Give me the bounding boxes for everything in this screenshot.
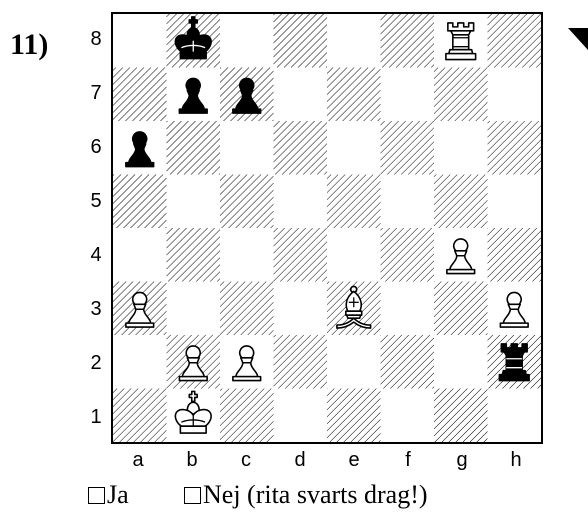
black-pawn-c7[interactable] <box>232 77 262 114</box>
square-c3[interactable] <box>220 281 274 336</box>
square-f7[interactable] <box>380 67 435 122</box>
square-e4[interactable] <box>327 228 381 282</box>
file-label-h: h <box>510 449 522 471</box>
square-e6[interactable] <box>327 121 381 175</box>
square-e8[interactable] <box>327 14 381 68</box>
white-pawn-c2[interactable] <box>232 345 262 382</box>
rank-label-5: 5 <box>90 190 102 212</box>
white-pawn-g4[interactable] <box>446 238 476 275</box>
square-d1[interactable] <box>273 388 328 443</box>
square-a8[interactable] <box>113 14 167 68</box>
square-c4[interactable] <box>220 228 274 282</box>
turn-indicator-icon <box>568 28 588 50</box>
square-e2[interactable] <box>327 335 381 389</box>
checkbox-no[interactable] <box>184 487 201 504</box>
square-a1[interactable] <box>113 388 167 443</box>
square-h1[interactable] <box>487 388 542 443</box>
white-rook-g8[interactable] <box>445 22 477 61</box>
puzzle-number: 11) <box>10 28 49 61</box>
checkbox-yes[interactable] <box>88 487 105 504</box>
square-f2[interactable] <box>380 335 435 389</box>
white-pawn-a3[interactable] <box>125 291 155 328</box>
square-a2[interactable] <box>113 335 167 389</box>
square-a4[interactable] <box>113 228 167 282</box>
square-e1[interactable] <box>327 388 381 443</box>
square-h8[interactable] <box>487 14 542 68</box>
answer-no[interactable]: Nej (rita svarts drag!) <box>184 480 428 510</box>
black-king-b8[interactable] <box>174 16 212 60</box>
black-pawn-b7[interactable] <box>178 77 208 114</box>
rank-label-2: 2 <box>90 352 102 374</box>
black-rook-h2[interactable] <box>498 343 530 382</box>
square-f8[interactable] <box>380 14 435 68</box>
square-f3[interactable] <box>380 281 435 336</box>
square-d2[interactable] <box>273 335 328 389</box>
white-bishop-e3[interactable] <box>336 285 372 329</box>
square-g3[interactable] <box>434 281 488 336</box>
square-e7[interactable] <box>327 67 381 122</box>
square-a7[interactable] <box>113 67 167 122</box>
square-c6[interactable] <box>220 121 274 175</box>
square-g5[interactable] <box>434 174 488 229</box>
chess-board[interactable] <box>111 12 543 444</box>
file-label-a: a <box>132 449 144 471</box>
square-h6[interactable] <box>487 121 542 175</box>
file-label-d: d <box>294 449 306 471</box>
file-label-c: c <box>241 449 251 471</box>
square-a5[interactable] <box>113 174 167 229</box>
square-e5[interactable] <box>327 174 381 229</box>
square-b6[interactable] <box>166 121 221 175</box>
square-d8[interactable] <box>273 14 328 68</box>
rank-label-1: 1 <box>90 406 102 428</box>
rank-label-4: 4 <box>90 244 102 266</box>
square-c1[interactable] <box>220 388 274 443</box>
square-d4[interactable] <box>273 228 328 282</box>
answer-yes-label: Ja <box>107 480 129 509</box>
file-label-g: g <box>456 449 468 471</box>
square-f5[interactable] <box>380 174 435 229</box>
square-c5[interactable] <box>220 174 274 229</box>
square-d3[interactable] <box>273 281 328 336</box>
square-d7[interactable] <box>273 67 328 122</box>
answer-yes[interactable]: Ja <box>88 480 129 510</box>
square-g1[interactable] <box>434 388 488 443</box>
white-pawn-h3[interactable] <box>499 291 529 328</box>
square-g2[interactable] <box>434 335 488 389</box>
rank-label-6: 6 <box>90 136 102 158</box>
square-b4[interactable] <box>166 228 221 282</box>
square-d5[interactable] <box>273 174 328 229</box>
square-g6[interactable] <box>434 121 488 175</box>
square-b5[interactable] <box>166 174 221 229</box>
answer-no-label: Nej (rita svarts drag!) <box>203 480 428 509</box>
rank-label-3: 3 <box>90 298 102 320</box>
square-h7[interactable] <box>487 67 542 122</box>
square-f1[interactable] <box>380 388 435 443</box>
file-label-e: e <box>348 449 360 471</box>
white-king-b1[interactable] <box>174 390 212 434</box>
file-label-b: b <box>186 449 198 471</box>
square-d6[interactable] <box>273 121 328 175</box>
square-h4[interactable] <box>487 228 542 282</box>
square-h5[interactable] <box>487 174 542 229</box>
square-f4[interactable] <box>380 228 435 282</box>
rank-label-8: 8 <box>90 28 102 50</box>
white-pawn-b2[interactable] <box>178 345 208 382</box>
square-g7[interactable] <box>434 67 488 122</box>
square-c8[interactable] <box>220 14 274 68</box>
file-label-f: f <box>405 449 411 471</box>
square-b3[interactable] <box>166 281 221 336</box>
square-f6[interactable] <box>380 121 435 175</box>
black-pawn-a6[interactable] <box>125 131 155 168</box>
rank-label-7: 7 <box>90 82 102 104</box>
